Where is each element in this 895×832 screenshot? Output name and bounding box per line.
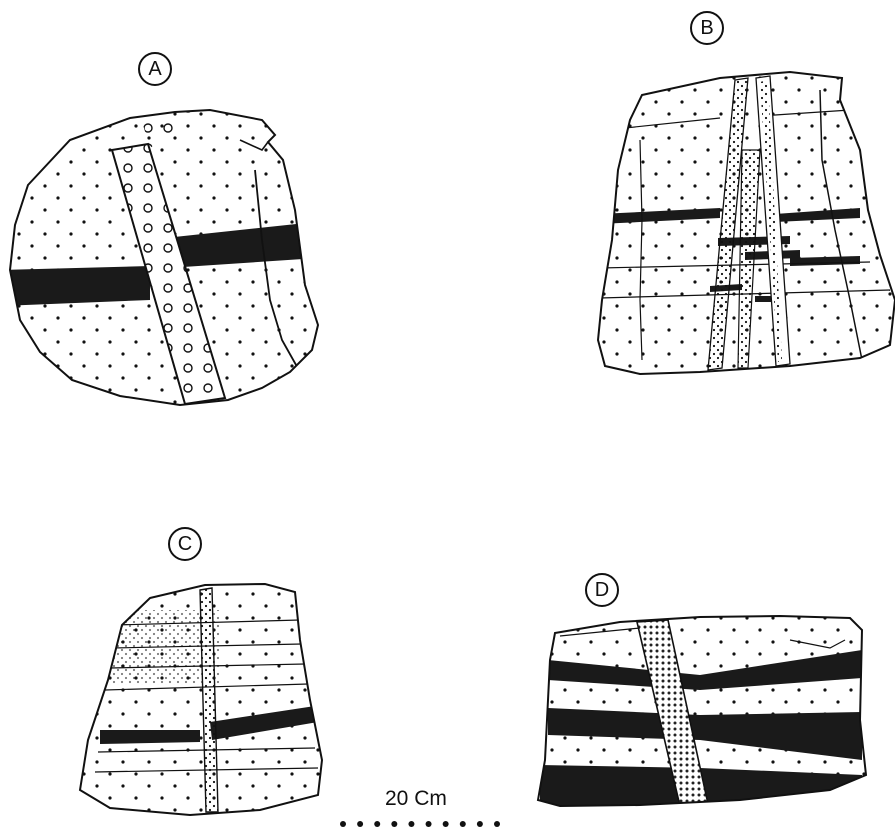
scale-dot xyxy=(460,821,466,827)
scale-dot xyxy=(443,821,449,827)
sample-b xyxy=(590,60,895,390)
scale-dot xyxy=(408,821,414,827)
sample-c xyxy=(70,575,330,825)
sample-d xyxy=(530,605,875,820)
scale-dot xyxy=(357,821,363,827)
scale-dot xyxy=(477,821,483,827)
sample-c-band-left xyxy=(100,730,200,744)
scale-dot xyxy=(340,821,346,827)
scale-dot xyxy=(391,821,397,827)
label-c: C xyxy=(168,527,202,561)
sample-a xyxy=(0,100,330,420)
label-b: B xyxy=(690,11,724,45)
scale-dot xyxy=(374,821,380,827)
scale-bar xyxy=(340,821,500,827)
scale-label: 20 Cm xyxy=(385,787,447,811)
scale-dot xyxy=(426,821,432,827)
scale-dot xyxy=(494,821,500,827)
label-a: A xyxy=(138,52,172,86)
label-d: D xyxy=(585,573,619,607)
sample-a-band-lower xyxy=(0,266,150,306)
